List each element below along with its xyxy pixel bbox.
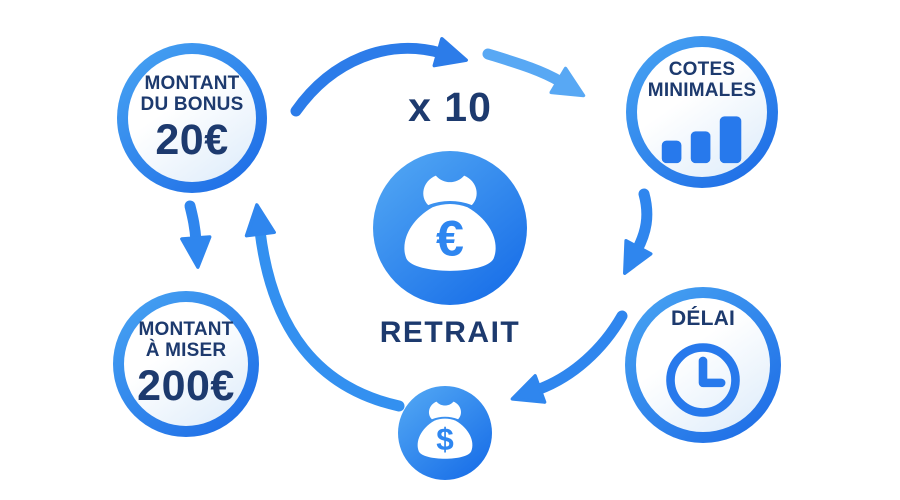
bar-chart-icon (658, 107, 746, 165)
node-bonus-inner: MONTANT DU BONUS 20€ (128, 54, 256, 182)
node-delay-inner: DÉLAI (636, 298, 770, 432)
bonus-title-line2: DU BONUS (140, 94, 244, 116)
bonus-title: MONTANT DU BONUS (141, 73, 244, 116)
bonus-to-stake-arrow (180, 200, 212, 269)
multiplier-label: x 10 (408, 84, 492, 130)
withdraw-hub-circle: € (373, 151, 527, 305)
bonus-value: 20€ (155, 115, 229, 164)
node-odds: COTES MINIMALES (626, 36, 778, 188)
node-bonus: MONTANT DU BONUS 20€ (117, 43, 267, 193)
odds-title-line2: MINIMALES (647, 80, 757, 101)
node-odds-inner: COTES MINIMALES (637, 47, 767, 177)
clock-icon (660, 337, 746, 423)
delay-title: DÉLAI (671, 307, 735, 331)
odds-title: COTES MINIMALES (648, 59, 756, 102)
withdraw-label: RETRAIT (379, 316, 521, 349)
euro-symbol: € (436, 210, 464, 266)
dollar-bag-circle: $ (398, 386, 492, 480)
node-delay: DÉLAI (625, 287, 781, 443)
odds-to-delay-arrow (623, 188, 653, 275)
stake-value: 200€ (137, 361, 235, 410)
node-stake: MONTANT À MISER 200€ (113, 291, 259, 437)
money-bag-dollar-icon: $ (417, 401, 473, 459)
money-bag-euro-icon: € (404, 175, 496, 271)
center-to-odds-arc (482, 48, 586, 98)
node-stake-inner: MONTANT À MISER 200€ (124, 302, 248, 426)
bonus-title-line1: MONTANT (144, 73, 240, 95)
stake-title: MONTANT À MISER (139, 319, 234, 362)
delay-to-bag-arrow (510, 310, 628, 404)
dollar-symbol: $ (436, 422, 454, 457)
stake-title-line2: À MISER (145, 340, 227, 362)
stake-title-line1: MONTANT (138, 319, 234, 341)
bag-to-bonus-return-arrow (244, 203, 405, 412)
bonus-to-center-arc (290, 37, 468, 117)
odds-title-line1: COTES (668, 58, 736, 80)
